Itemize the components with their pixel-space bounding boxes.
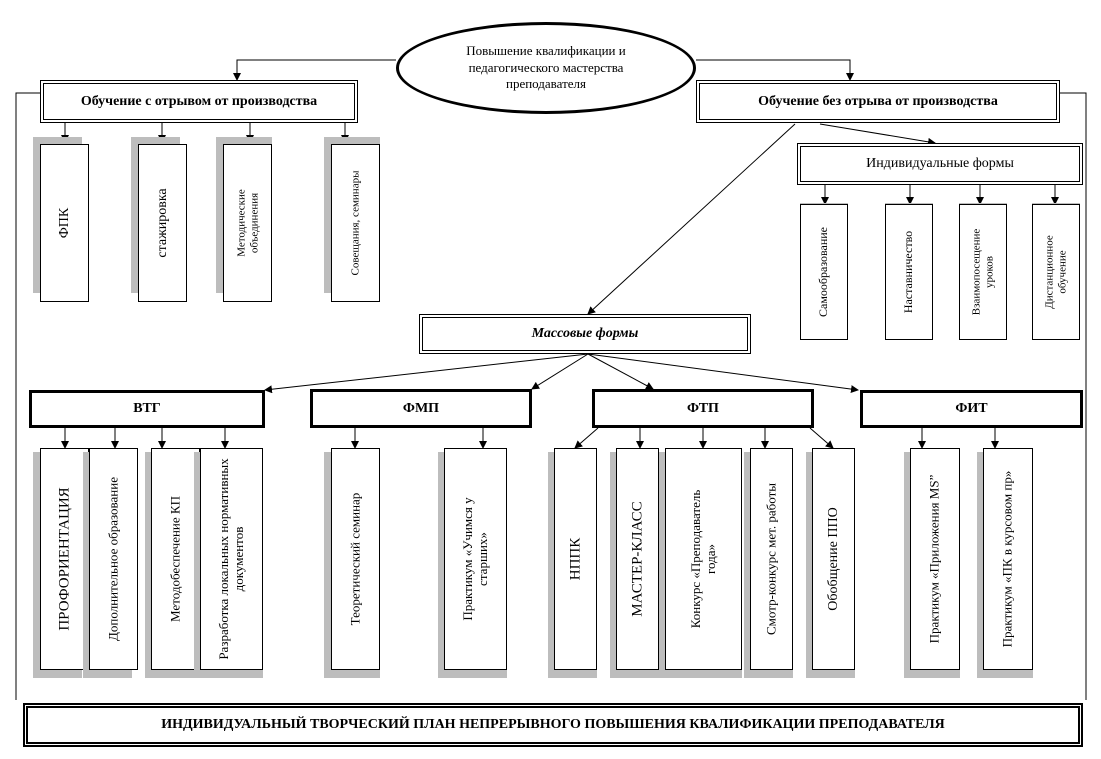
item-additional-education: Дополнительное образование <box>89 448 138 670</box>
item-self-education: Самообразование <box>800 204 848 340</box>
item-best-practice: Обобщение ППО <box>812 448 855 670</box>
group-ftp: ФТП <box>592 389 814 428</box>
item-fpk: ФПК <box>40 144 89 302</box>
item-career-guidance: ПРОФОРИЕНТАЦИЯ <box>40 448 89 670</box>
group-fit: ФИТ <box>860 390 1083 428</box>
item-meetings-seminars: Совещания, семинары <box>331 144 380 302</box>
group-fmp: ФМП <box>310 389 532 428</box>
item-teacher-of-year: Конкурс «Преподаватель года» <box>665 448 742 670</box>
branch-with-leave: Обучение с отрывом от производства <box>40 80 358 123</box>
diagram-title: Повышение квалификации и педагогического… <box>396 22 696 114</box>
item-method-groups: Методические объединения <box>223 144 272 302</box>
item-nppk: НППК <box>554 448 597 670</box>
item-local-documents: Разработка локальных нормативных докумен… <box>200 448 263 670</box>
branch-without-leave: Обучение без отрыва от производства <box>696 80 1060 123</box>
item-theory-seminar: Теоретический семинар <box>331 448 380 670</box>
item-mentoring: Наставничество <box>885 204 933 340</box>
item-method-work-contest: Смотр-конкурс мет. работы <box>750 448 793 670</box>
mass-forms: Массовые формы <box>419 314 751 354</box>
item-method-support: Методобеспечение КП <box>151 448 200 670</box>
item-internship: стажировка <box>138 144 187 302</box>
item-mutual-visits: Взаимопосещение уроков <box>959 204 1007 340</box>
item-distance-learning: Дистанционное обучение <box>1032 204 1080 340</box>
item-workshop-pc-course: Практикум «ПК в курсовом пр» <box>983 448 1033 670</box>
individual-forms: Индивидуальные формы <box>797 143 1083 185</box>
item-workshop-learn-from-seniors: Практикум «Учимся у старших» <box>444 448 507 670</box>
item-master-class: МАСТЕР-КЛАСС <box>616 448 659 670</box>
group-vtg: ВТГ <box>29 390 265 428</box>
item-workshop-ms-apps: Практикум «Приложения MS” <box>910 448 960 670</box>
footer-plan: ИНДИВИДУАЛЬНЫЙ ТВОРЧЕСКИЙ ПЛАН НЕПРЕРЫВН… <box>23 703 1083 747</box>
